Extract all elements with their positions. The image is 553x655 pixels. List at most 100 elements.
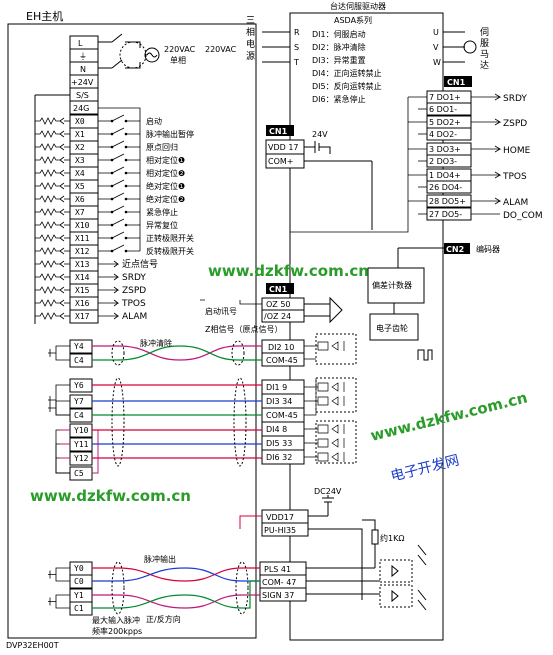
switch-contact-icon <box>98 166 138 174</box>
plc-input-terminal: X15 <box>75 286 90 295</box>
pulse-train-icon <box>417 349 433 361</box>
servo-unit: 台达伺服驱动器 ASDA系列 三 相 电 源 220VAC R S T U V … <box>205 1 543 641</box>
plc-input-row: X10 异常复位 <box>35 218 178 233</box>
oz-bar-term: /OZ 24 <box>264 312 291 321</box>
vdd-17-term: VDD 17 <box>268 143 299 152</box>
switch-contact-icon <box>98 205 138 213</box>
z-signal-label: Z相信号（原点信号） <box>205 324 282 334</box>
plc-input-label: 启动 <box>146 116 162 126</box>
output-transistor-icon <box>48 594 70 609</box>
servo-title: 台达伺服驱动器 <box>330 1 386 11</box>
input-resistor-icon <box>35 208 60 216</box>
plc-input-label: 原点回归 <box>146 142 178 152</box>
plc-input-terminal: X4 <box>75 169 85 178</box>
pulse-out-label: 脉冲输出 <box>144 554 176 564</box>
plc-input-terminal: X12 <box>75 247 90 256</box>
input-resistor-icon <box>35 130 60 138</box>
plc-output-terminal: Y1 <box>74 591 84 600</box>
plc-input-label: ZSPD <box>122 286 146 296</box>
optocoupler-icon <box>304 396 345 406</box>
do-signal-label: ALAM <box>503 198 528 208</box>
input-resistor-icon <box>35 143 60 151</box>
term-R: R <box>294 28 300 37</box>
plc-power-supply: 220VAC 单相 <box>98 33 196 69</box>
dc24v-label: DC24V <box>314 487 342 496</box>
motor-char-4: 达 <box>480 59 489 71</box>
svg-text:DI5：反向运转禁止: DI5：反向运转禁止 <box>312 81 382 91</box>
servo-frame <box>289 12 444 641</box>
servo-supply-label: 220VAC <box>205 45 237 54</box>
input-resistor-icon <box>35 221 60 229</box>
switch-contact-icon <box>98 192 138 200</box>
input-resistor-icon <box>35 156 60 164</box>
pu-hi-term: PU-HI35 <box>264 526 296 535</box>
signal-cables <box>92 299 262 615</box>
resistor-icon <box>371 529 379 545</box>
plc-input-label: 相对定位❶ <box>146 155 185 165</box>
plc-input-terminal: X10 <box>75 221 90 230</box>
output-transistor-icon <box>48 345 70 361</box>
plc-supply-label: 220VAC <box>164 45 196 54</box>
plc-output-terminal: C1 <box>74 604 84 613</box>
switch-contact-icon <box>98 244 138 252</box>
pulse-optocoupler-2 <box>379 584 413 608</box>
z-driver-icon <box>329 296 343 324</box>
gear-label: 电子齿轮 <box>376 323 408 333</box>
do-terminal: 26 DO4- <box>429 183 462 192</box>
optocoupler-icon <box>304 341 345 351</box>
di-terminal: COM-45 <box>266 411 298 420</box>
motor-char-2: 服 <box>480 38 489 49</box>
svg-text:DI1：伺服启动: DI1：伺服启动 <box>312 29 366 39</box>
switch-contact-icon <box>98 140 138 148</box>
input-resistor-icon <box>35 260 60 268</box>
plc-input-terminal: X3 <box>75 156 85 165</box>
switch-contact-icon <box>98 218 138 226</box>
dir-label: 正/反方向 <box>146 614 181 624</box>
optocoupler-icon <box>304 382 345 392</box>
plc-frame <box>7 23 257 639</box>
do-signal-label: SRDY <box>503 94 527 104</box>
plc-title: EH主机 <box>26 9 63 23</box>
plc-input-terminal: X13 <box>75 260 90 269</box>
watermark-4: 电子开发网 <box>389 452 461 484</box>
do-terminal-block: 7 DO1+6 DO1-5 DO2+4 DO2-3 DO3+2 DO3-1 DO… <box>290 90 543 233</box>
plc-input-label: 相对定位❷ <box>146 168 185 178</box>
plc-input-terminal: X6 <box>75 195 85 204</box>
term-S: S <box>294 43 299 52</box>
sign-term: SIGN 37 <box>262 591 294 600</box>
do-terminal: 6 DO1- <box>429 105 457 114</box>
term-24v: +24V <box>71 78 94 87</box>
do-terminal: 2 DO3- <box>429 157 457 166</box>
resistor-label: 约1KΩ <box>380 533 404 543</box>
input-resistor-icon <box>35 273 60 281</box>
vdd-24v-label: 24V <box>312 130 328 139</box>
di-terminal: DI5 33 <box>266 439 292 448</box>
plc-input-label: 异常复位 <box>146 220 178 230</box>
plc-input-label: 脉冲输出暂停 <box>146 129 194 139</box>
oz-term: OZ 50 <box>266 300 291 309</box>
plc-output-terminal: Y10 <box>74 426 89 435</box>
switch-contact-icon <box>98 231 138 239</box>
do-terminal: 5 DO2+ <box>429 118 461 127</box>
divider-box <box>367 267 425 304</box>
switch-contact-icon <box>98 153 138 161</box>
input-resistor-icon <box>35 234 60 242</box>
do-terminal: 7 DO1+ <box>429 93 461 102</box>
motor-icon <box>463 40 477 54</box>
watermark-2: www.dzkfw.com.cn <box>30 487 191 505</box>
input-resistor-icon <box>35 312 60 320</box>
plc-output-terminal: Y6 <box>74 381 84 390</box>
do-terminal: 1 DO4+ <box>429 171 461 180</box>
optocoupler-icon <box>304 452 345 462</box>
z-start-label: 启动讯号 <box>205 306 237 316</box>
